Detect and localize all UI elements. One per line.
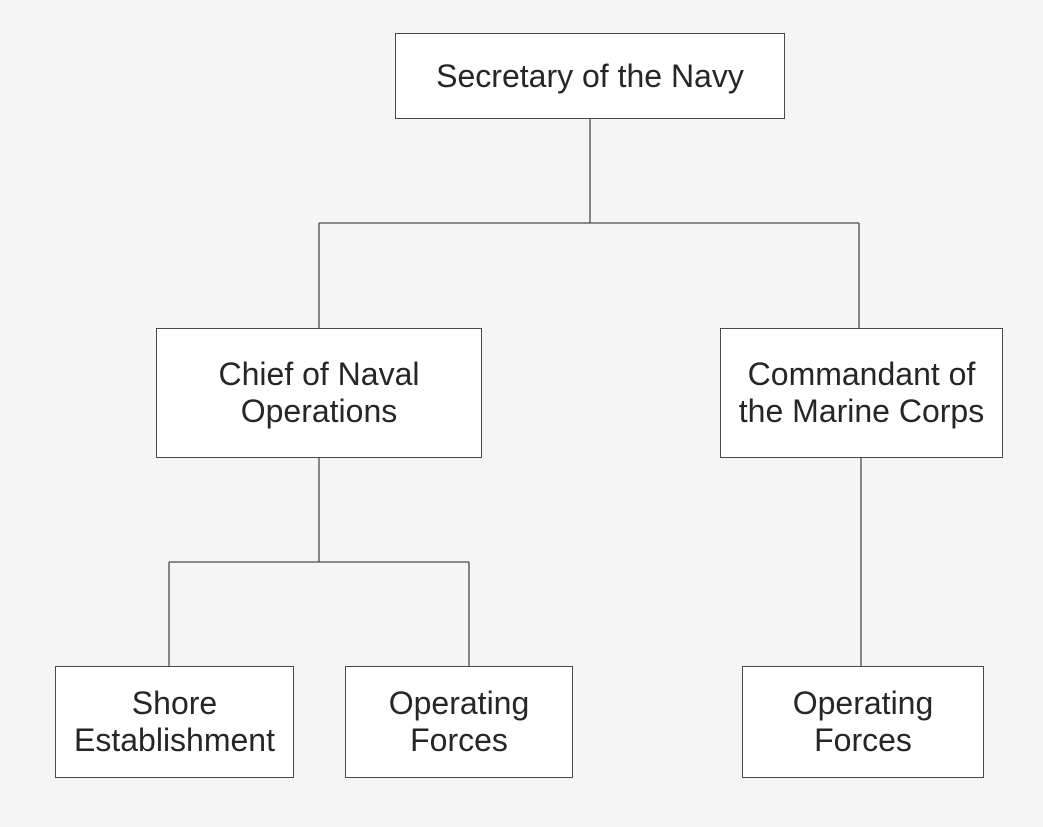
node-secretary-of-the-navy: Secretary of the Navy bbox=[395, 33, 785, 119]
node-navy-operating-forces: Operating Forces bbox=[345, 666, 573, 778]
node-label-line2: the Marine Corps bbox=[738, 393, 985, 429]
node-label-line2: Forces bbox=[410, 722, 508, 758]
node-shore-establishment: Shore Establishment bbox=[55, 666, 294, 778]
node-label-line1: Operating bbox=[388, 685, 530, 721]
node-label: Secretary of the Navy bbox=[436, 57, 744, 94]
node-label-line1: Commandant of bbox=[747, 356, 976, 392]
node-label-line2: Forces bbox=[814, 722, 912, 758]
node-label-line1: Chief of Naval bbox=[218, 356, 420, 392]
node-marine-operating-forces: Operating Forces bbox=[742, 666, 984, 778]
node-label-line1: Operating bbox=[792, 685, 934, 721]
node-label-line2: Operations bbox=[240, 393, 398, 429]
node-commandant-of-the-marine-corps: Commandant of the Marine Corps bbox=[720, 328, 1003, 458]
node-label-line2: Establishment bbox=[74, 722, 275, 758]
node-label-line1: Shore bbox=[131, 685, 218, 721]
node-chief-of-naval-operations: Chief of Naval Operations bbox=[156, 328, 482, 458]
